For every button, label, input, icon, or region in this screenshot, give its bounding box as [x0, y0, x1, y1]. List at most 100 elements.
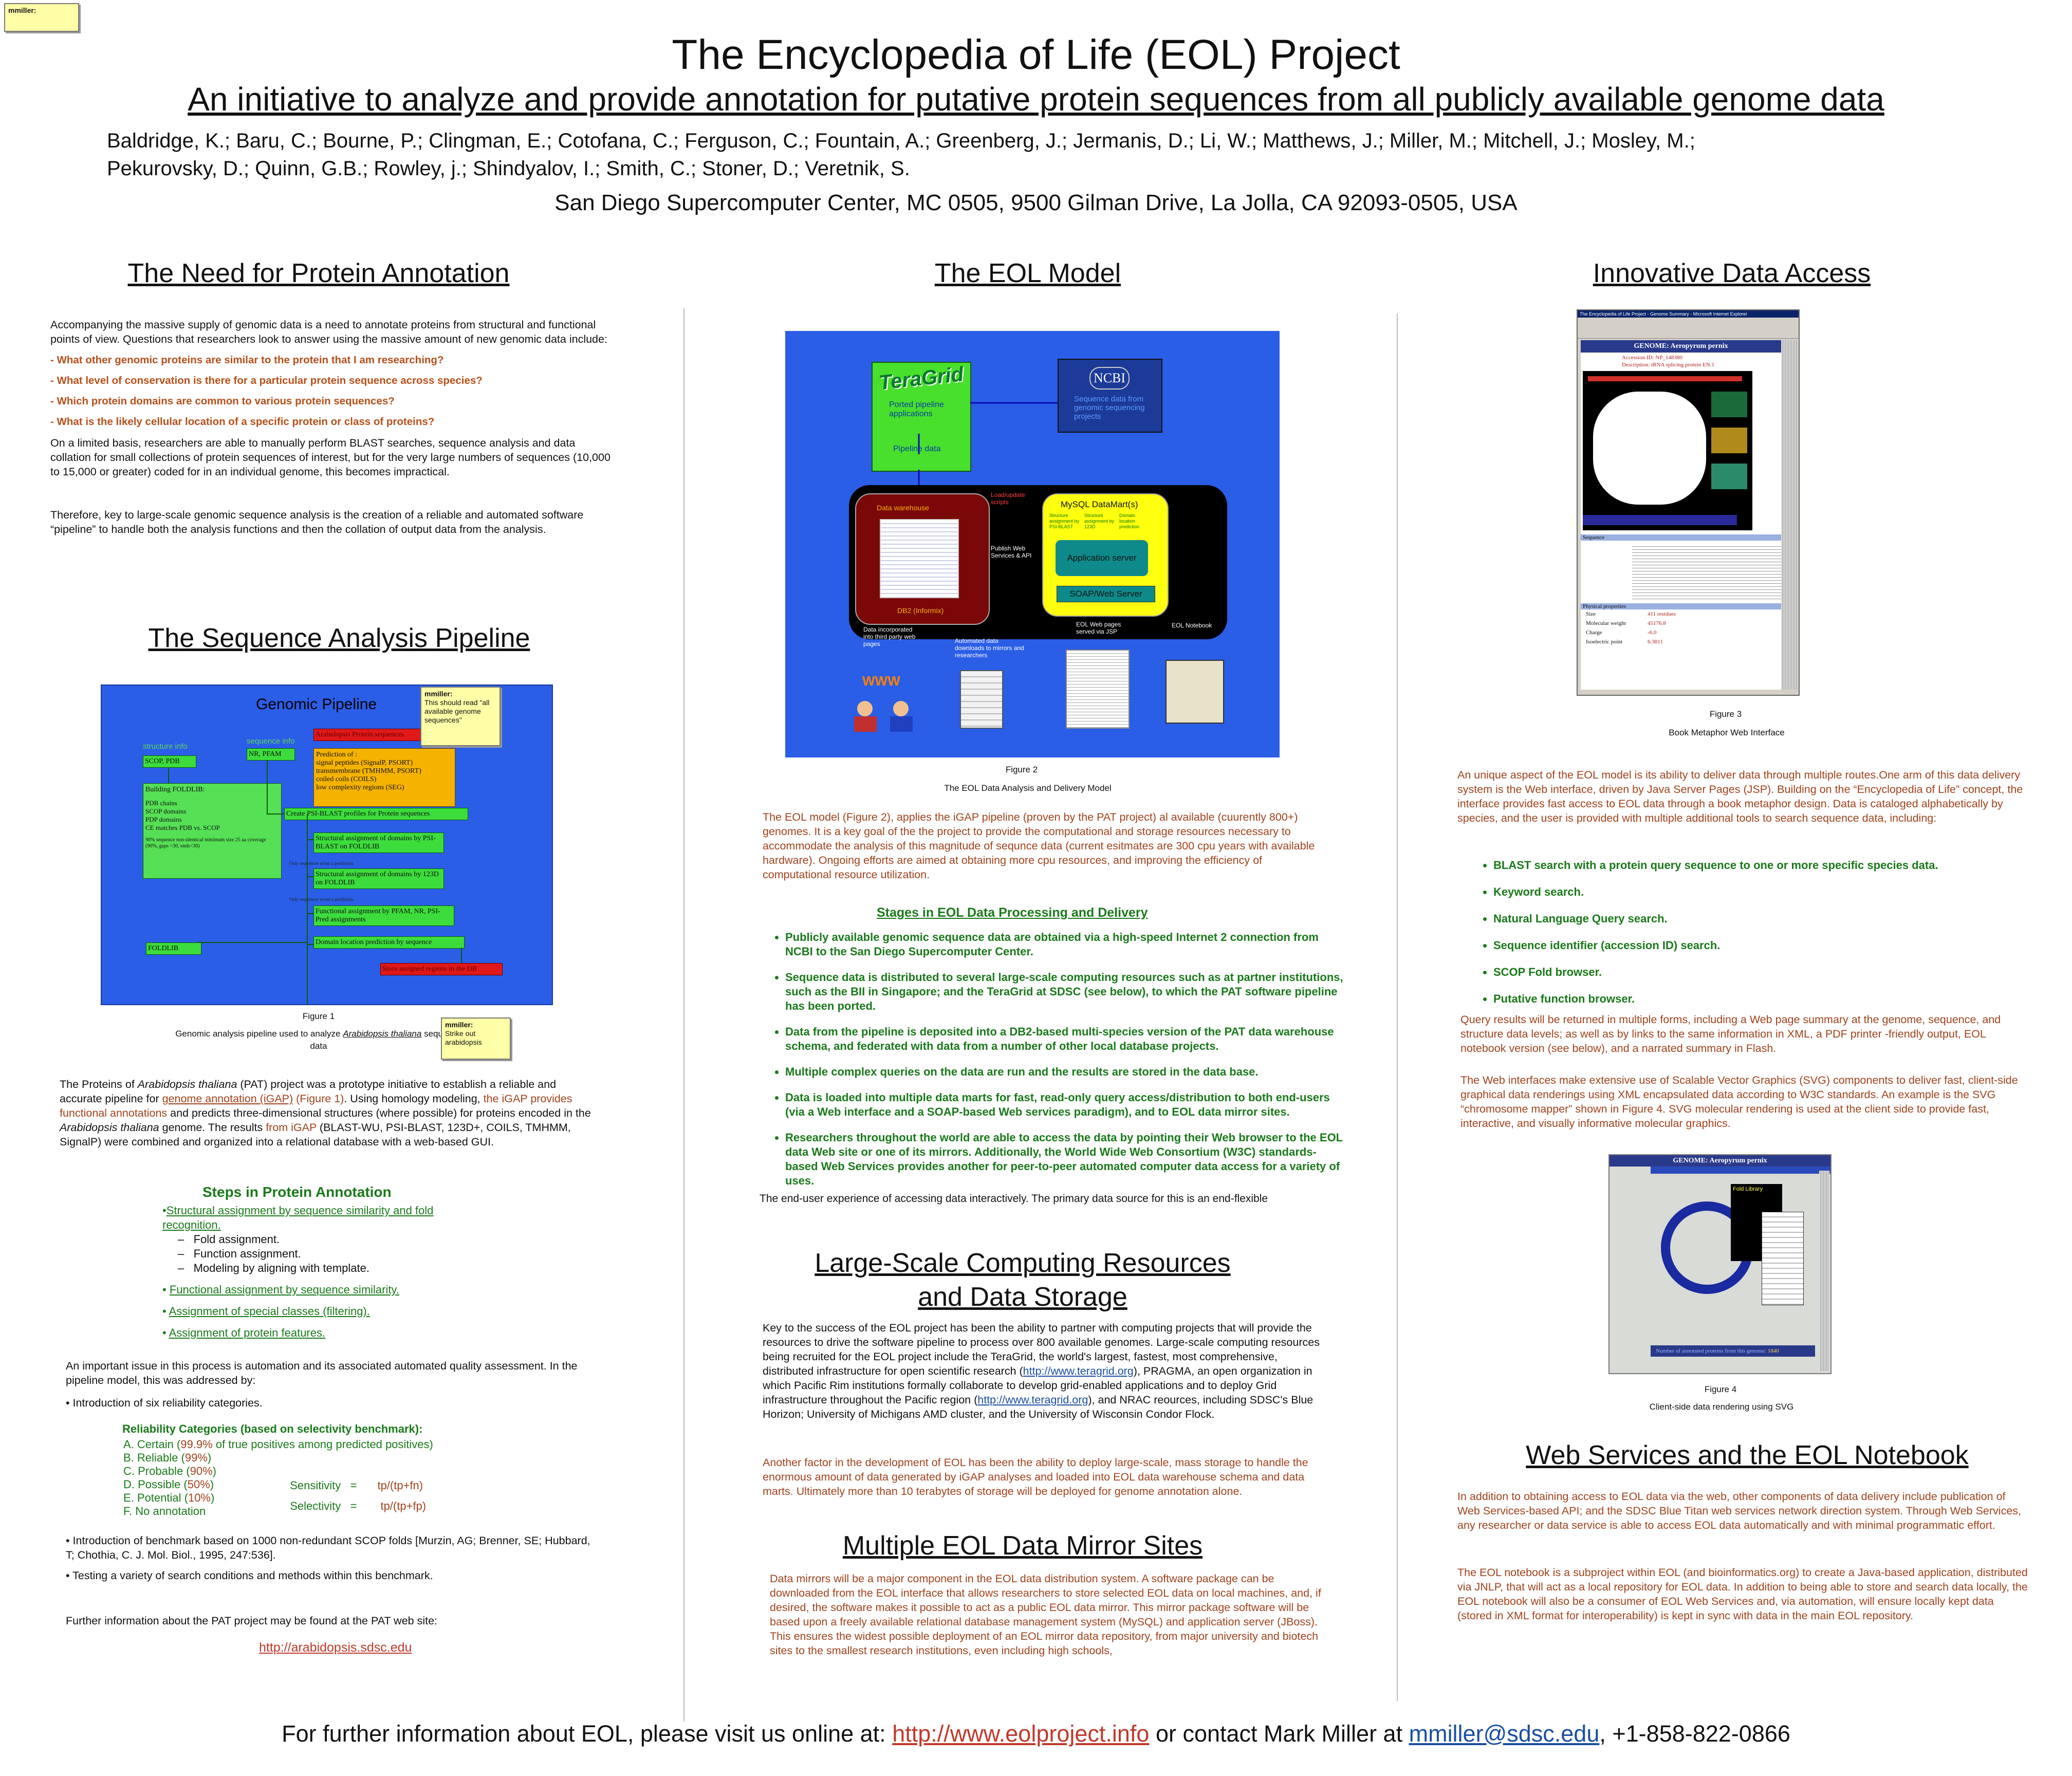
fig1-only-seq-2: Only sequences w/out a prediction	[289, 897, 354, 902]
authors-line-1: Baldridge, K.; Baru, C.; Bourne, P.; Cli…	[107, 130, 1695, 152]
tool-1: BLAST search with a protein query sequen…	[1493, 858, 2033, 873]
rel-e-label: E. Potential (	[123, 1491, 188, 1504]
pipeline-heading: The Sequence Analysis Pipeline	[148, 623, 530, 653]
sticky-note-fig1-top[interactable]: mmiller: This should read "all available…	[420, 687, 501, 746]
computing-heading-1: Large-Scale Computing Resources	[815, 1248, 1231, 1278]
fig2-notebook-icon	[1166, 660, 1224, 724]
tools-list: BLAST search with a protein query sequen…	[1473, 858, 2033, 1019]
rel-c-label: C. Probable (	[123, 1465, 190, 1477]
fig2-third-party: Data incorporated into third party web p…	[863, 626, 916, 647]
stage-6: Researchers throughout the world are abl…	[785, 1131, 1345, 1188]
fig3-prop-weight-value: 45176.8	[1648, 620, 1666, 626]
fig2-ncbi-logo: NCBI	[1089, 367, 1130, 390]
question-1: - What other genomic proteins are simila…	[50, 354, 444, 366]
rel-b-label: B. Reliable (	[123, 1451, 185, 1464]
sensitivity-label: Sensitivity =	[290, 1479, 357, 1492]
pragma-link[interactable]: http://www.teragrid.org	[977, 1394, 1088, 1406]
fig3-prop-charge: Charge -6.0	[1586, 628, 1781, 637]
stages-list: Publicly available genomic sequence data…	[765, 930, 1345, 1199]
fig3-label: Figure 3	[1709, 709, 1742, 719]
step-1-sub: – Fold assignment. – Function assignment…	[162, 1232, 491, 1275]
note-author: mmiller:	[445, 1021, 473, 1029]
rel-c-pct: 90%	[190, 1465, 213, 1477]
step-4: • Assignment of protein features.	[162, 1326, 326, 1339]
fig3-titlebar: The Encyclopedia of Life Project - Genom…	[1578, 310, 1799, 318]
stage-3: Data from the pipeline is deposited into…	[785, 1025, 1345, 1053]
computing-p1-c: ), and NRAC reources, including SDSC's B…	[763, 1394, 1313, 1420]
computing-heading-2: and Data Storage	[918, 1282, 1127, 1312]
web-services-paragraph-1: In addition to obtaining access to EOL d…	[1457, 1490, 2022, 1531]
fig1-scop-pdb: SCOP, PDB	[143, 755, 196, 768]
steps-list: •Structural assignment by sequence simil…	[162, 1204, 491, 1340]
poster-subtitle: An initiative to analyze and provide ann…	[188, 81, 1884, 118]
step-3: • Assignment of special classes (filteri…	[162, 1305, 370, 1318]
fig3-caption: Book Metaphor Web Interface	[1669, 728, 1785, 737]
benchmark-bullet: • Introduction of benchmark based on 100…	[66, 1534, 590, 1561]
step-3-text: Assignment of special classes (filtering…	[169, 1305, 370, 1318]
computing-paragraph-1: Key to the success of the EOL project ha…	[763, 1321, 1328, 1421]
tool-2: Keyword search.	[1493, 885, 2033, 899]
fig2-dm-1: Structure assignment by PSI-BLAST	[1049, 513, 1080, 529]
access-paragraph-2: Query results will be returned in multip…	[1460, 1013, 2001, 1054]
fig4-side-panel	[1762, 1212, 1804, 1305]
poster-title: The Encyclopedia of Life (EOL) Project	[672, 31, 1400, 78]
rel-d-pct: 50%	[187, 1478, 210, 1491]
fig1-store: Store assigned regions in the DB	[380, 963, 503, 975]
fig2-www-icon: WWW	[862, 673, 900, 689]
fig2-app-server: Application server	[1056, 540, 1148, 576]
rel-a: A. Certain (99.9% of true positives amon…	[123, 1438, 433, 1451]
fig2-ncbi-box: NCBI Sequence data from genomic sequenci…	[1058, 359, 1162, 433]
step-1: •Structural assignment by sequence simil…	[162, 1204, 434, 1231]
fig4-book-pages	[1819, 1171, 1829, 1371]
figure-4-svg-rendering: GENOME: Aeropyrum pernix Fold Library Nu…	[1608, 1154, 1831, 1374]
computing-p1-a: Key to the success of the EOL project ha…	[763, 1322, 1320, 1377]
fig1-label: Figure 1	[302, 1011, 335, 1021]
step-1-sub-2: – Function assignment.	[178, 1247, 301, 1260]
fig1-caption-pre: Genomic analysis pipeline used to analyz…	[175, 1029, 343, 1039]
fig3-genome-bar: GENOME: Aeropyrum pernix	[1581, 340, 1781, 353]
fig3-phys-label: Physical properties	[1581, 603, 1781, 609]
footer-mid: or contact Mark Miller at	[1149, 1720, 1409, 1747]
fig3-prop-charge-label: Charge	[1586, 630, 1602, 636]
stages-title: Stages in EOL Data Processing and Delive…	[877, 905, 1148, 920]
pat-website-link[interactable]: http://arabidopsis.sdsc.edu	[259, 1640, 412, 1655]
step-1-sub-2-text: Function assignment.	[193, 1247, 301, 1260]
fig3-description: Description: tRNA splicing protein EN.1	[1622, 362, 1714, 368]
fig3-structure-view	[1583, 371, 1752, 530]
sticky-note-top[interactable]: mmiller:	[4, 3, 79, 32]
pat-mid: (PAT) project was a prototype initiative…	[60, 1078, 557, 1105]
fig3-toolbar	[1578, 318, 1799, 339]
fig2-ncbi-text: Sequence data from genomic sequencing pr…	[1074, 395, 1145, 421]
tool-5: SCOP Fold browser.	[1493, 965, 2033, 979]
mirror-heading: Multiple EOL Data Mirror Sites	[842, 1531, 1203, 1561]
selectivity-value: tp/(tp+fp)	[380, 1500, 427, 1512]
fig1-title: Genomic Pipeline	[256, 696, 377, 713]
fig1-struct-123d: Structural assignment of domains by 123D…	[313, 868, 444, 889]
fig1-prediction: Prediction of : signal peptides (SignalP…	[313, 748, 455, 807]
note-author: mmiller:	[424, 690, 453, 698]
footer-email-link[interactable]: mmiller@sdsc.edu	[1409, 1720, 1600, 1747]
fig2-dw-label: Data warehouse	[877, 504, 929, 512]
pat-link[interactable]: genome annotation (iGAP)	[162, 1093, 293, 1105]
fig1-building-label: Building FOLDLIB:	[145, 786, 205, 793]
fig3-prop-pi-value: 6.3811	[1648, 639, 1663, 645]
teragrid-link[interactable]: http://www.teragrid.org	[1023, 1365, 1134, 1377]
rel-a-label: A. Certain (	[123, 1438, 181, 1451]
question-2: - What level of conservation is there fo…	[50, 375, 483, 386]
footer-website-link[interactable]: http://www.eolproject.info	[892, 1720, 1150, 1747]
sticky-note-fig1-bottom[interactable]: mmiller: Strike out arabidopsis	[441, 1017, 511, 1060]
further-info: Further information about the PAT projec…	[66, 1615, 438, 1627]
fig2-mysql-label: MySQL DataMart(s)	[1061, 499, 1138, 509]
fig2-db2-label: DB2 (Informix)	[897, 606, 944, 615]
fig2-soap: SOAP/Web Server	[1057, 586, 1155, 602]
fig2-dm-3: Domain location prediction	[1119, 513, 1140, 529]
fig4-count-label: Number of annotated proteins from this g…	[1656, 1348, 1767, 1354]
mirror-paragraph: Data mirrors will be a major component i…	[770, 1572, 1321, 1657]
question-3: - Which protein domains are common to va…	[50, 395, 395, 407]
pat-fig: (Figure 1)	[293, 1093, 344, 1105]
pat-pre: The Proteins of	[60, 1078, 138, 1090]
fig1-connectors	[168, 760, 462, 1004]
fig3-prop-charge-value: -6.0	[1648, 630, 1657, 636]
computing-p1-b: ), PRAGMA, an open organization in which…	[763, 1365, 1312, 1406]
